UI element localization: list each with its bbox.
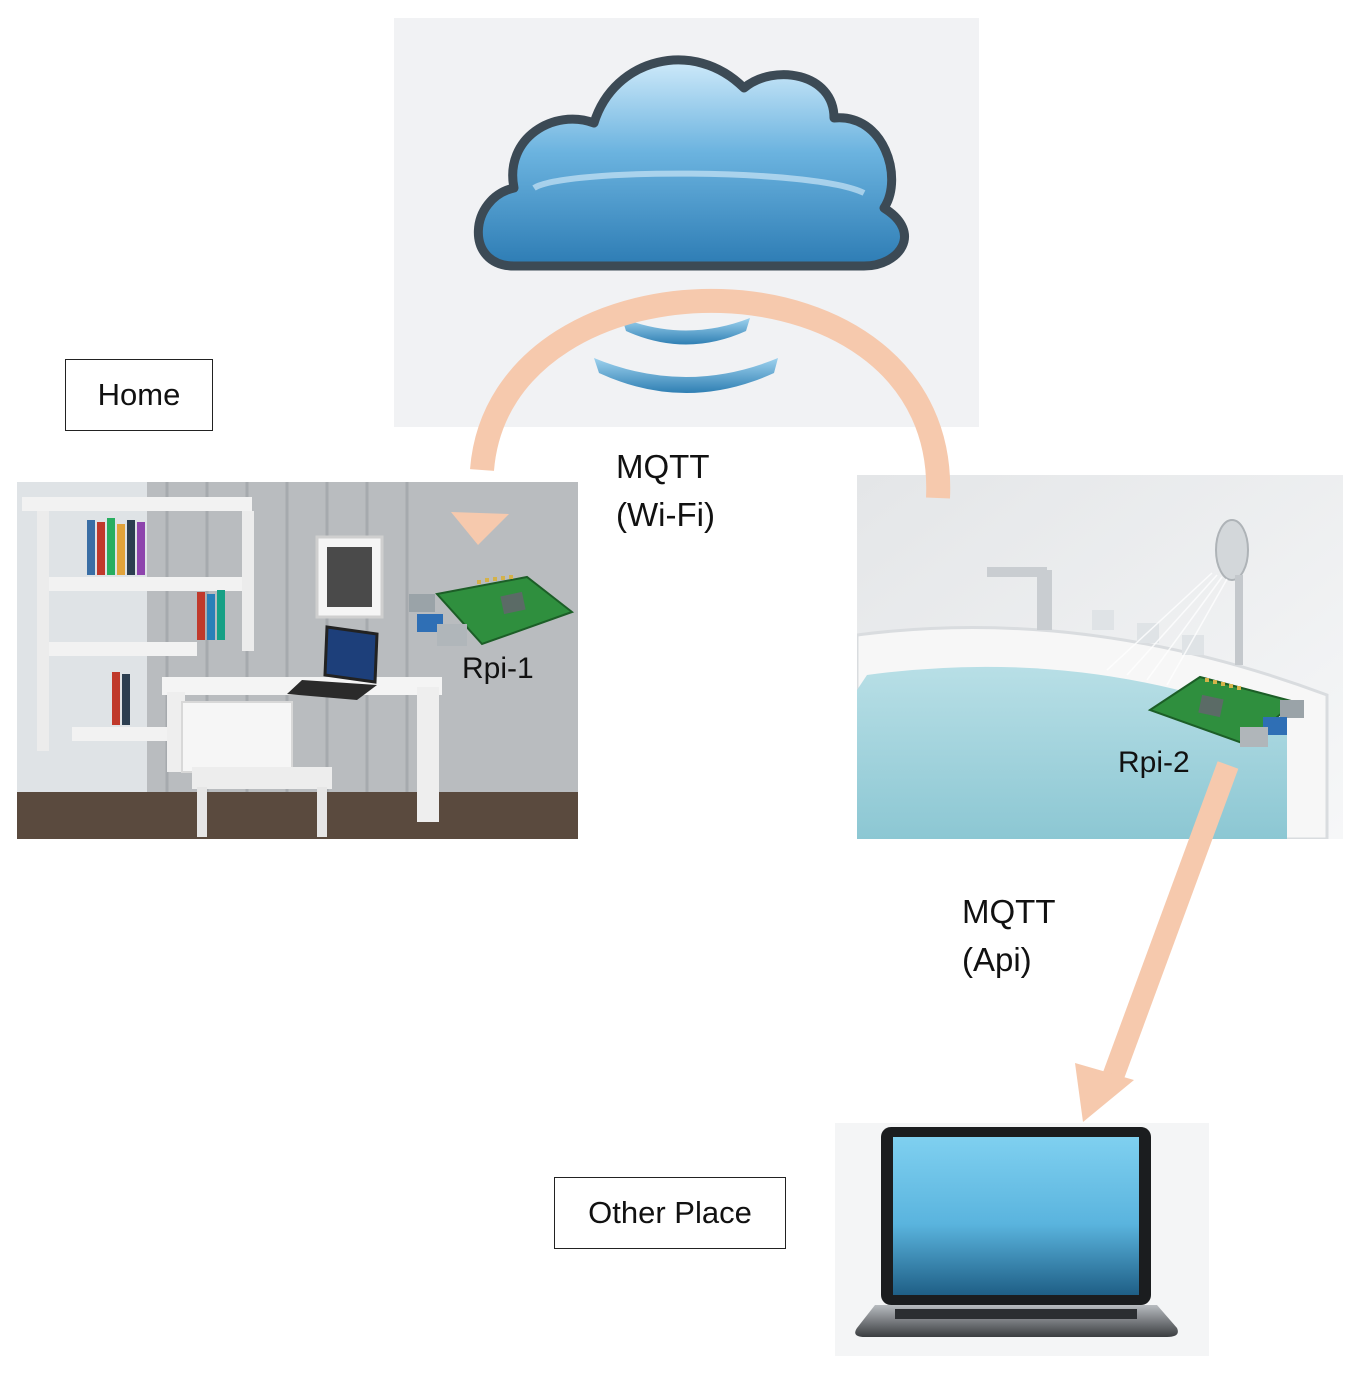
- mqtt-api-medium: (Api): [962, 941, 1032, 978]
- mqtt-wifi-protocol: MQTT: [616, 448, 710, 485]
- api-arrow: [1075, 761, 1239, 1122]
- cloud-panel: [394, 18, 979, 427]
- mqtt-wifi-medium: (Wi-Fi): [616, 496, 715, 533]
- rpi1-label: Rpi-1: [462, 652, 534, 685]
- mqtt-api-label: MQTT (Api): [962, 888, 1055, 984]
- rpi1-board-icon: [407, 572, 577, 652]
- other-place-label: Other Place: [554, 1177, 786, 1249]
- mqtt-wifi-label: MQTT (Wi-Fi): [616, 443, 715, 539]
- home-label: Home: [65, 359, 213, 431]
- laptop-icon: [835, 1123, 1209, 1356]
- cloud-icon: [473, 55, 909, 393]
- wifi-arc-arrow: [451, 288, 951, 545]
- home-room-image: [17, 482, 578, 839]
- mqtt-api-protocol: MQTT: [962, 893, 1056, 930]
- rpi2-label: Rpi-2: [1118, 746, 1190, 779]
- rpi2-board-icon: [1145, 672, 1310, 752]
